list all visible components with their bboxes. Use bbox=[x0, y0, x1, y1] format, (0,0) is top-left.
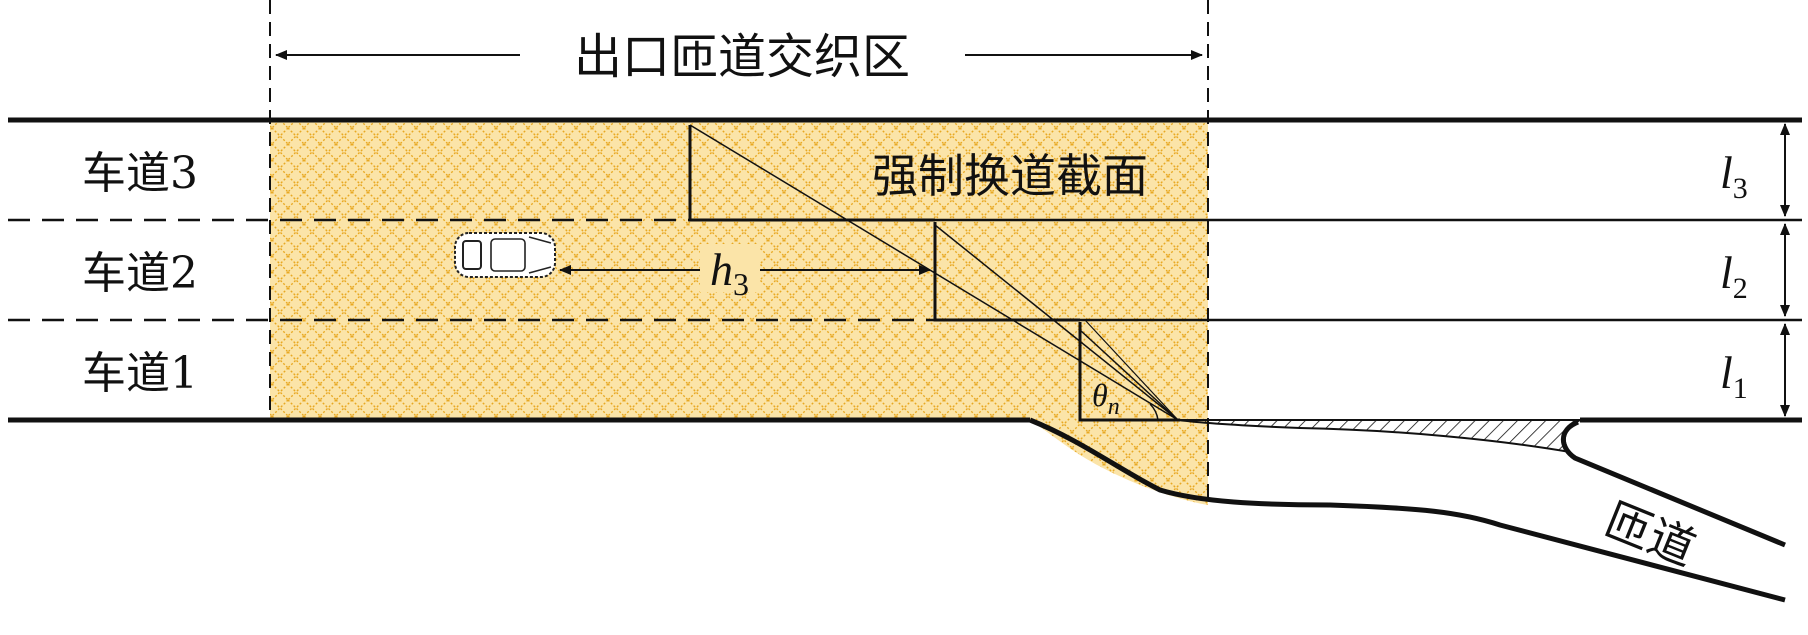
forced-section-label: 强制换道截面 bbox=[872, 149, 1148, 203]
distance-subscript: 3 bbox=[733, 266, 749, 302]
sight-line-lane2 bbox=[934, 224, 1179, 421]
distance-symbol: h bbox=[710, 244, 733, 295]
angle-label: θn bbox=[1092, 377, 1120, 420]
sight-line-lane1 bbox=[1079, 329, 1179, 421]
distance-label-bg bbox=[700, 244, 760, 292]
forced-change-section-lane1 bbox=[1078, 322, 1180, 422]
lane-1-width-label: l1 bbox=[1720, 347, 1748, 405]
zone-title: 出口匝道交织区 bbox=[574, 29, 910, 85]
lane-2-label: 车道2 bbox=[82, 248, 198, 299]
forced-change-section-lane2 bbox=[933, 222, 1080, 322]
lane-1-label: 车道1 bbox=[82, 348, 198, 399]
angle-arc bbox=[1149, 403, 1159, 421]
lane-2-width-label: l2 bbox=[1720, 247, 1748, 305]
gore-area bbox=[1177, 419, 1581, 454]
weaving-zone-area bbox=[270, 120, 1208, 505]
lane-3-label: 车道3 bbox=[82, 148, 198, 199]
ramp-outer-edge bbox=[1560, 419, 1786, 548]
ramp-inner-edge bbox=[1029, 417, 1786, 603]
angle-subscript: n bbox=[1108, 394, 1120, 420]
sight-line-extra bbox=[1084, 319, 1179, 421]
angle-symbol: θ bbox=[1092, 377, 1108, 413]
lane-3-width-label: l3 bbox=[1720, 147, 1748, 205]
distance-label: h3 bbox=[710, 244, 749, 302]
forced-change-section-lane3 bbox=[688, 125, 935, 222]
sight-line-lane3 bbox=[689, 124, 1179, 421]
car-icon bbox=[454, 232, 556, 278]
